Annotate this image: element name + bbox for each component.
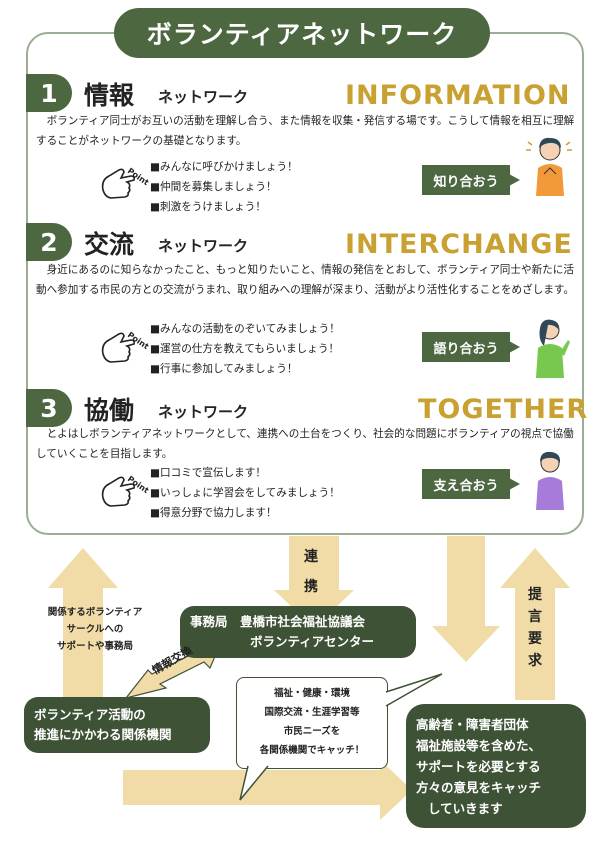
section-1-english: INFORMATION <box>345 80 571 111</box>
bullet-item: 行事に参加してみましょう！ <box>150 359 340 379</box>
left-support-text: 関係するボランティア サークルへの サポートや事務局 <box>47 607 143 652</box>
section-1-number: 1 <box>26 74 72 112</box>
teigen-char-4: 求 <box>528 653 542 669</box>
section-2-english: INTERCHANGE <box>345 229 573 260</box>
teigen-arrow <box>500 548 570 700</box>
section-2-description: 身近にあるのに知らなかったこと、もっと知りたいこと、情報の発信をとおして、ボラン… <box>36 264 575 296</box>
bullet-item: 得意分野で協力します！ <box>150 503 340 523</box>
teigen-char-2: 言 <box>528 609 542 625</box>
bullet-item: みんなの活動をのぞいてみましょう！ <box>150 319 340 339</box>
point-icon: Point <box>97 324 151 368</box>
section-2-subtitle: ネットワーク <box>158 237 249 255</box>
target-groups-box: 高齢者・障害者団体 福祉施設等を含めた、 サポートを必要とする 方々の意見をキャ… <box>406 704 586 828</box>
section-2-title: 交流 <box>84 230 135 259</box>
bullet-item: いっしょに学習会をしてみましょう！ <box>150 483 340 503</box>
secretariat-box: 事務局 豊橋市社会福祉協議会 ボランティアセンター <box>180 606 416 658</box>
section-1-bullets: みんなに呼びかけましょう！ 仲間を募集しましょう！ 刺激をうけましょう！ <box>150 157 298 217</box>
section-1-title: 情報 <box>84 81 135 110</box>
needs-bubble: 福祉・健康・環境 国際交流・生涯学習等 市民ニーズを 各関係機関でキャッチ！ <box>236 677 388 769</box>
bullet-item: 刺激をうけましょう！ <box>150 197 298 217</box>
teigen-char-3: 要 <box>528 631 542 647</box>
section-1-subtitle: ネットワーク <box>158 88 249 106</box>
person-illustration-1 <box>522 134 580 196</box>
teigen-char-1: 提 <box>528 587 542 603</box>
bullet-item: みんなに呼びかけましょう！ <box>150 157 298 177</box>
bullet-item: 運営の仕方を教えてもらいましょう！ <box>150 339 340 359</box>
person-illustration-2 <box>522 316 580 378</box>
renkei-arrow <box>274 536 354 628</box>
section-3-description: とよはしボランティアネットワークとして、連携への土台をつくり、社会的な問題にボラ… <box>36 428 574 460</box>
section-1-description: ボランティア同士がお互いの活動を理解し合う、また情報を収集・発信する場です。こう… <box>36 115 575 147</box>
renkei-char-1: 連 <box>304 549 318 565</box>
speech-label-2: 語り合おう <box>422 332 520 362</box>
related-agencies-box: ボランティア活動の 推進にかかわる関係機関 <box>24 697 210 753</box>
section-3-english: TOGETHER <box>418 394 589 425</box>
point-icon: Point <box>97 160 151 204</box>
section-3-bullets: 口コミで宣伝します！ いっしょに学習会をしてみましょう！ 得意分野で協力します！ <box>150 463 340 523</box>
page-title: ボランティアネットワーク <box>114 8 490 58</box>
section-3-subtitle: ネットワーク <box>158 403 249 421</box>
bullet-item: 口コミで宣伝します！ <box>150 463 340 483</box>
speech-label-1: 知り合おう <box>422 165 520 195</box>
person-illustration-3 <box>522 448 580 510</box>
section-2-number: 2 <box>26 223 72 261</box>
left-up-arrow <box>48 548 118 703</box>
point-icon: Point <box>97 468 151 512</box>
renkei-char-2: 携 <box>304 579 318 595</box>
bullet-item: 仲間を募集しましょう！ <box>150 177 298 197</box>
speech-label-3: 支え合おう <box>422 469 520 499</box>
section-3-title: 協働 <box>84 396 135 425</box>
right-down-arrow <box>432 536 500 662</box>
section-2-bullets: みんなの活動をのぞいてみましょう！ 運営の仕方を教えてもらいましょう！ 行事に参… <box>150 319 340 379</box>
bottom-arrow <box>123 760 412 820</box>
section-3-number: 3 <box>26 389 72 427</box>
